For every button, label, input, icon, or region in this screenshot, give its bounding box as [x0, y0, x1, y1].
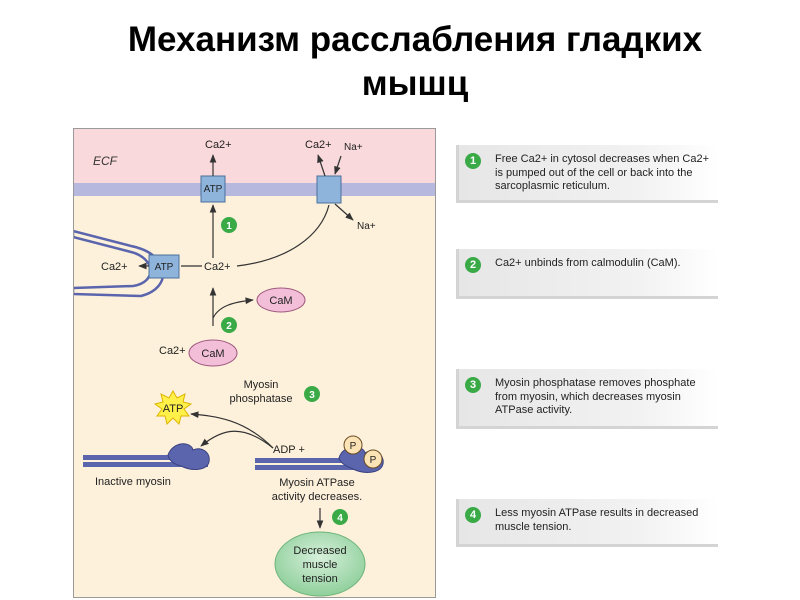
- phosphatase-label-2: phosphatase: [230, 393, 293, 405]
- step-3-text: Myosin phosphatase removes phosphate fro…: [495, 377, 696, 416]
- badge-2: [221, 317, 237, 333]
- ecf-region: [73, 128, 436, 183]
- bound-ca-label: Ca2+: [159, 345, 186, 357]
- step-2-text: Ca2+ unbinds from calmodulin (CaM).: [495, 257, 681, 269]
- badge-2-number: 2: [226, 321, 232, 332]
- na-top-label: Na+: [344, 142, 363, 153]
- inactive-myosin-filament-1: [83, 455, 208, 460]
- slide-title-line-2: мышц: [361, 64, 469, 103]
- inactive-myosin-filament-2: [83, 462, 208, 467]
- ca-top-left-label: Ca2+: [205, 139, 232, 151]
- free-cam-label: CaM: [269, 295, 292, 307]
- adp-plus-label: ADP +: [273, 444, 305, 456]
- dephosphorylation-arrow: [200, 430, 274, 449]
- relaxation-diagram: ECF ATP Ca2+ Ca2+ Na+ Na+ 1 Ca2+ ATP Ca2…: [73, 139, 384, 597]
- na-out-arrow: [334, 203, 354, 221]
- atp-consumption-arrow: [190, 411, 274, 449]
- step-4-badge: 4: [465, 507, 481, 523]
- tension-label-1: Decreased: [293, 545, 346, 557]
- slide-title-line-1: Механизм расслабления гладких: [127, 20, 703, 59]
- inactive-myosin-label: Inactive myosin: [95, 476, 171, 488]
- ecf-label: ECF: [93, 154, 118, 168]
- sr-pump-label: ATP: [155, 262, 174, 273]
- ca-exchange-arrow: [317, 154, 326, 177]
- inactive-myosin-head: [167, 443, 210, 470]
- phosphate-1-label: P: [350, 441, 357, 452]
- phosphatase-label-1: Myosin: [244, 379, 279, 391]
- step-4-text: Less myosin ATPase results in decreased …: [495, 507, 699, 533]
- tension-label-3: tension: [302, 573, 337, 585]
- ca-cytosol-label: Ca2+: [204, 261, 231, 273]
- diagram-panel: [73, 128, 436, 598]
- cam-release-arrow: [212, 297, 254, 319]
- step-box-2: 2 Ca2+ unbinds from calmodulin (CaM).: [456, 249, 718, 299]
- phosphate-2-label: P: [370, 455, 377, 466]
- step-1-badge: 1: [465, 153, 481, 169]
- ca-sr-label: Ca2+: [101, 261, 128, 273]
- step-box-1: 1 Free Ca2+ in cytosol decreases when Ca…: [456, 145, 718, 203]
- atp-burst-icon: [153, 389, 193, 425]
- badge-1: [221, 217, 237, 233]
- active-myosin-filament-1: [255, 458, 375, 463]
- atp-star-label: ATP: [163, 403, 184, 415]
- badge-3-number: 3: [309, 390, 315, 401]
- atpase-label-1: Myosin ATPase: [279, 477, 355, 489]
- slide-title: Механизм расслабления гладких мышц: [0, 18, 800, 106]
- badge-4-number: 4: [337, 513, 343, 524]
- badge-1-number: 1: [226, 221, 232, 232]
- membrane-pump-label: ATP: [204, 184, 223, 195]
- step-3-badge: 3: [465, 377, 481, 393]
- na-ca-exchanger: [316, 175, 342, 204]
- step-box-4: 4 Less myosin ATPase results in decrease…: [456, 499, 718, 547]
- atpase-label-2: activity decreases.: [272, 491, 362, 503]
- step-box-3: 3 Myosin phosphatase removes phosphate f…: [456, 369, 718, 429]
- ca-top-right-label: Ca2+: [305, 139, 332, 151]
- ca-to-exchanger-curve: [236, 204, 330, 267]
- phosphate-2-icon: [363, 449, 383, 469]
- free-calmodulin: [256, 287, 306, 313]
- badge-4: [332, 509, 348, 525]
- ca-calmodulin-complex: [188, 339, 238, 367]
- step-1-text: Free Ca2+ in cytosol decreases when Ca2+…: [495, 153, 710, 192]
- decreased-tension-bubble: [274, 531, 366, 597]
- na-in-arrow: [334, 155, 342, 175]
- active-myosin-filament-2: [255, 465, 375, 470]
- na-bottom-label: Na+: [357, 221, 376, 232]
- badge-3: [304, 386, 320, 402]
- step-2-badge: 2: [465, 257, 481, 273]
- bound-cam-label: CaM: [201, 348, 224, 360]
- cell-membrane: [73, 183, 436, 196]
- tension-label-2: muscle: [303, 559, 338, 571]
- phosphate-1-icon: [343, 435, 363, 455]
